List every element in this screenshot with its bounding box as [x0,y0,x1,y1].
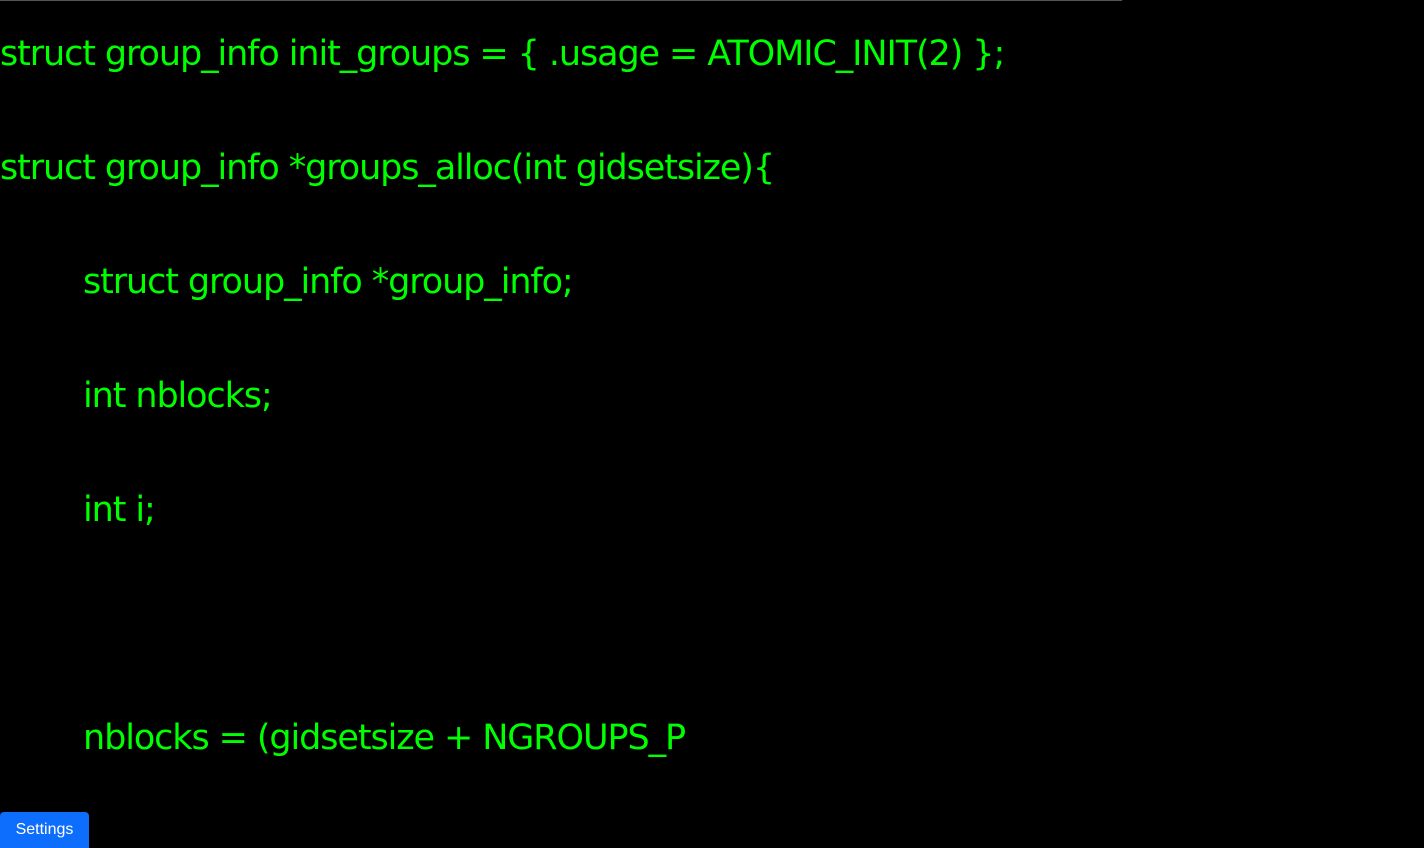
code-line: int nblocks; [0,371,273,421]
code-line-text: int nblocks; [83,376,273,416]
code-line: struct group_info init_groups = { .usage… [0,29,1005,79]
code-line: int i; [0,485,156,535]
code-line-text: nblocks = (gidsetsize + NGROUPS_P [83,718,686,758]
code-line-text: struct group_info *groups_alloc(int gids… [0,148,775,188]
settings-button[interactable]: Settings [0,812,89,848]
code-line-text: int i; [83,490,156,530]
top-divider [0,0,1122,1]
code-line: struct group_info *groups_alloc(int gids… [0,143,775,193]
code-line: nblocks = (gidsetsize + NGROUPS_P [0,713,686,763]
code-line-text: struct group_info *group_info; [83,262,574,302]
code-line-text: struct group_info init_groups = { .usage… [0,34,1005,74]
code-line: struct group_info *group_info; [0,257,574,307]
